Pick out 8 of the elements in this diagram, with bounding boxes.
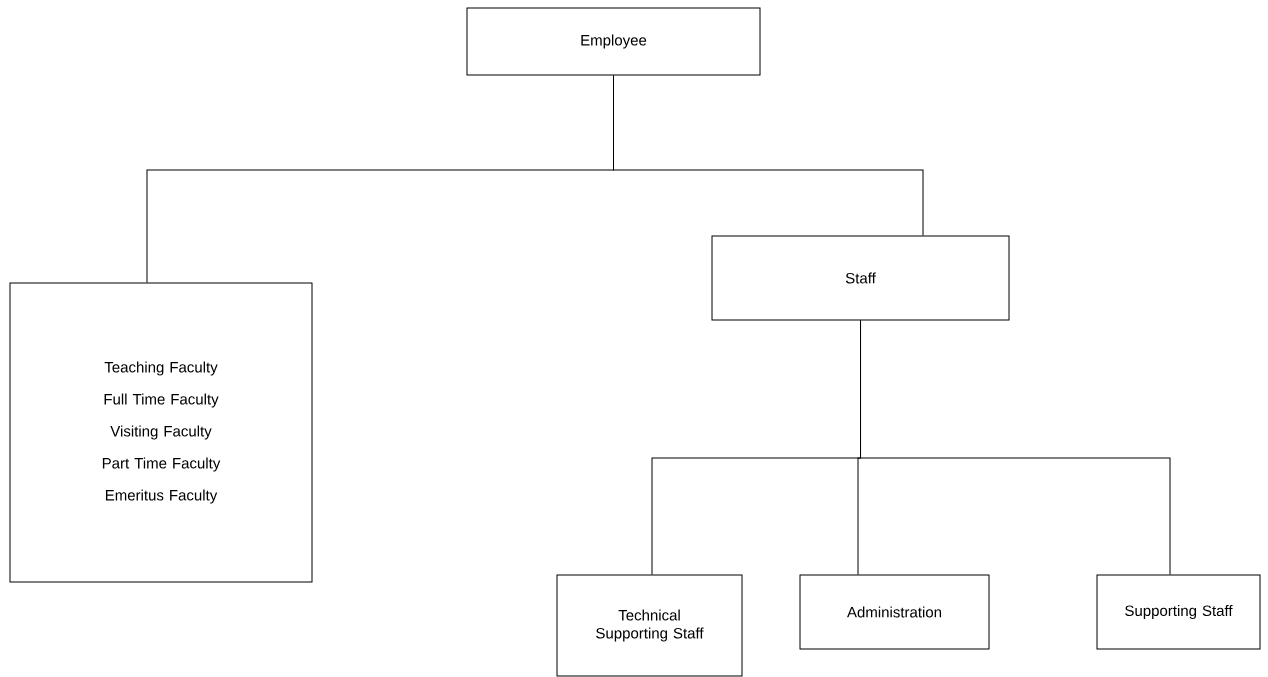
org-box: Administration <box>799 574 990 650</box>
connector <box>860 320 1171 575</box>
org-box: Staff <box>711 235 1010 321</box>
connector <box>613 75 924 236</box>
org-box: Supporting Staff <box>1096 574 1261 650</box>
text-box: Teaching Faculty Full Time Faculty Visiting Faculty Part Time Faculty Emeritus Faculty <box>9 282 313 583</box>
org-box: Technical Supporting Staff <box>556 574 743 677</box>
org-box: Employee <box>466 7 761 76</box>
